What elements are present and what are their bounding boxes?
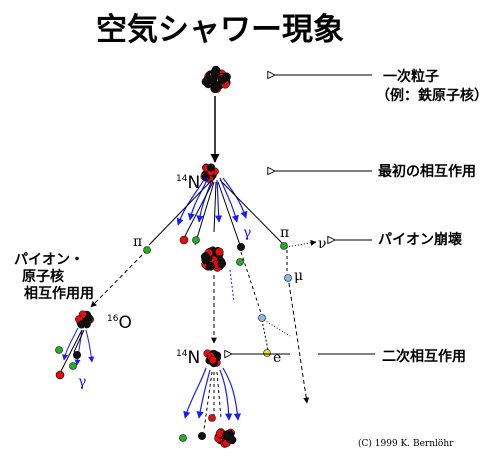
proton-fragment	[179, 235, 189, 245]
proton-oxygen	[55, 370, 65, 380]
gamma-shower-second	[183, 367, 241, 421]
secondary-tracks-second	[203, 371, 222, 431]
proton-nucleon	[208, 355, 217, 364]
neutron-fragment	[237, 243, 245, 251]
bottom-fragment-cluster	[214, 428, 237, 448]
label-pion-nucleus-1: パイオン・	[14, 252, 84, 268]
primary-iron-nucleus	[201, 65, 231, 94]
n14-symbol-second: 14N	[176, 348, 200, 368]
label-primary-particle: 一次粒子	[383, 68, 439, 85]
oxygen-nucleus	[75, 310, 94, 329]
label-pion-decay: パイオン崩壊	[378, 231, 463, 248]
pion-right	[280, 242, 288, 250]
pion-mid	[236, 258, 244, 266]
pion-left	[143, 246, 151, 254]
neutron-bottom	[198, 432, 206, 440]
electron-particle	[263, 349, 271, 357]
pion-left-label: π	[133, 234, 142, 250]
neutron-oxygen	[73, 351, 81, 359]
muon-label: μ	[294, 268, 303, 284]
copyright-notice: (C) 1999 K. Bernlöhr	[358, 438, 454, 449]
secondary-tracks	[148, 179, 284, 246]
muon-particle	[284, 274, 292, 282]
gamma-dotted-track	[229, 269, 235, 303]
n14-symbol-first: 14N	[176, 173, 200, 193]
label-first-interaction: 最初の相互作用	[378, 163, 476, 180]
neutron-nucleon	[84, 313, 93, 322]
neutrino-track	[285, 239, 317, 248]
neutron-nucleon	[206, 262, 215, 271]
muon-decay-point	[258, 314, 266, 322]
o16-symbol: 16O	[107, 313, 132, 333]
decay-neutrino-track	[263, 319, 291, 337]
electron-label: e	[273, 350, 281, 366]
nitrogen-nucleus-second	[203, 349, 222, 368]
pion-oxygen-a	[55, 346, 63, 354]
label-pion-nucleus-3: 相互作用用	[24, 285, 94, 302]
neutron-nucleon	[207, 75, 217, 85]
neutron-nucleon	[201, 173, 210, 182]
label-secondary-interaction: 二次相互作用	[382, 348, 466, 365]
label-primary-example: （例：鉄原子核）	[376, 87, 488, 104]
gamma-top-label: γ	[243, 225, 251, 241]
gamma-left-label: γ	[78, 374, 86, 390]
proton-bottom	[208, 414, 216, 422]
central-fragment-cluster	[200, 246, 227, 272]
pion-bottom-a	[179, 434, 187, 442]
electron-track	[261, 319, 269, 351]
pion-neutral	[192, 236, 200, 244]
nitrogen-nucleus-first	[200, 163, 219, 184]
neutron-nucleon	[218, 74, 228, 84]
pion-oxygen-b	[69, 362, 77, 370]
proton-nucleon	[215, 247, 224, 257]
neutron-nucleon	[217, 259, 227, 268]
neutron-nucleon	[201, 252, 210, 261]
label-pion-nucleus-2: 原子核	[22, 268, 64, 285]
track-to-electron	[240, 251, 263, 317]
muon-track	[288, 282, 310, 404]
oxygen-tracks	[59, 329, 85, 374]
pion-track-left	[90, 249, 148, 308]
gamma-shower-oxygen	[62, 327, 95, 366]
neutron-nucleon	[207, 163, 216, 172]
diagram-title: 空気シャワー現象	[96, 12, 344, 48]
neutron-nucleon	[222, 431, 231, 440]
pion-right-label: π	[280, 225, 289, 241]
neutrino-label: ν	[318, 236, 327, 252]
